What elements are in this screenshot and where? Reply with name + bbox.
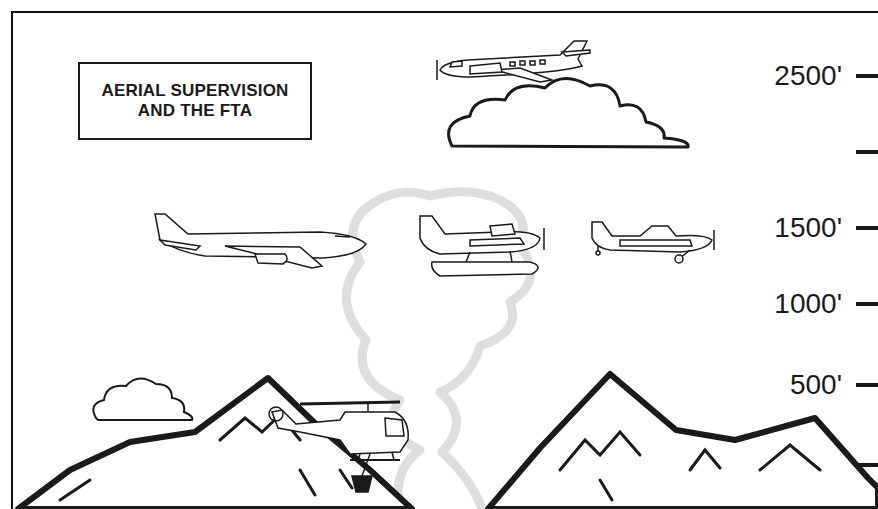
altitude-label: 500' [790,371,842,399]
air-tractor [592,222,714,263]
altitude-label: 1500' [774,214,842,242]
frame [12,12,878,509]
jumbo-jet [155,214,366,268]
helicopter [269,402,408,492]
altitude-ticks [856,76,878,465]
lead-plane [437,41,590,82]
title-box: AERIAL SUPERVISION AND THE FTA [78,62,312,140]
cloud [449,78,689,147]
altitude-label: 2500' [774,62,842,90]
title: AERIAL SUPERVISION AND THE FTA [86,81,304,120]
mountain-detail [60,415,820,500]
cloud [93,378,192,420]
altitude-label: 1000' [774,290,842,318]
mountains [18,374,878,509]
float-plane [420,216,544,276]
